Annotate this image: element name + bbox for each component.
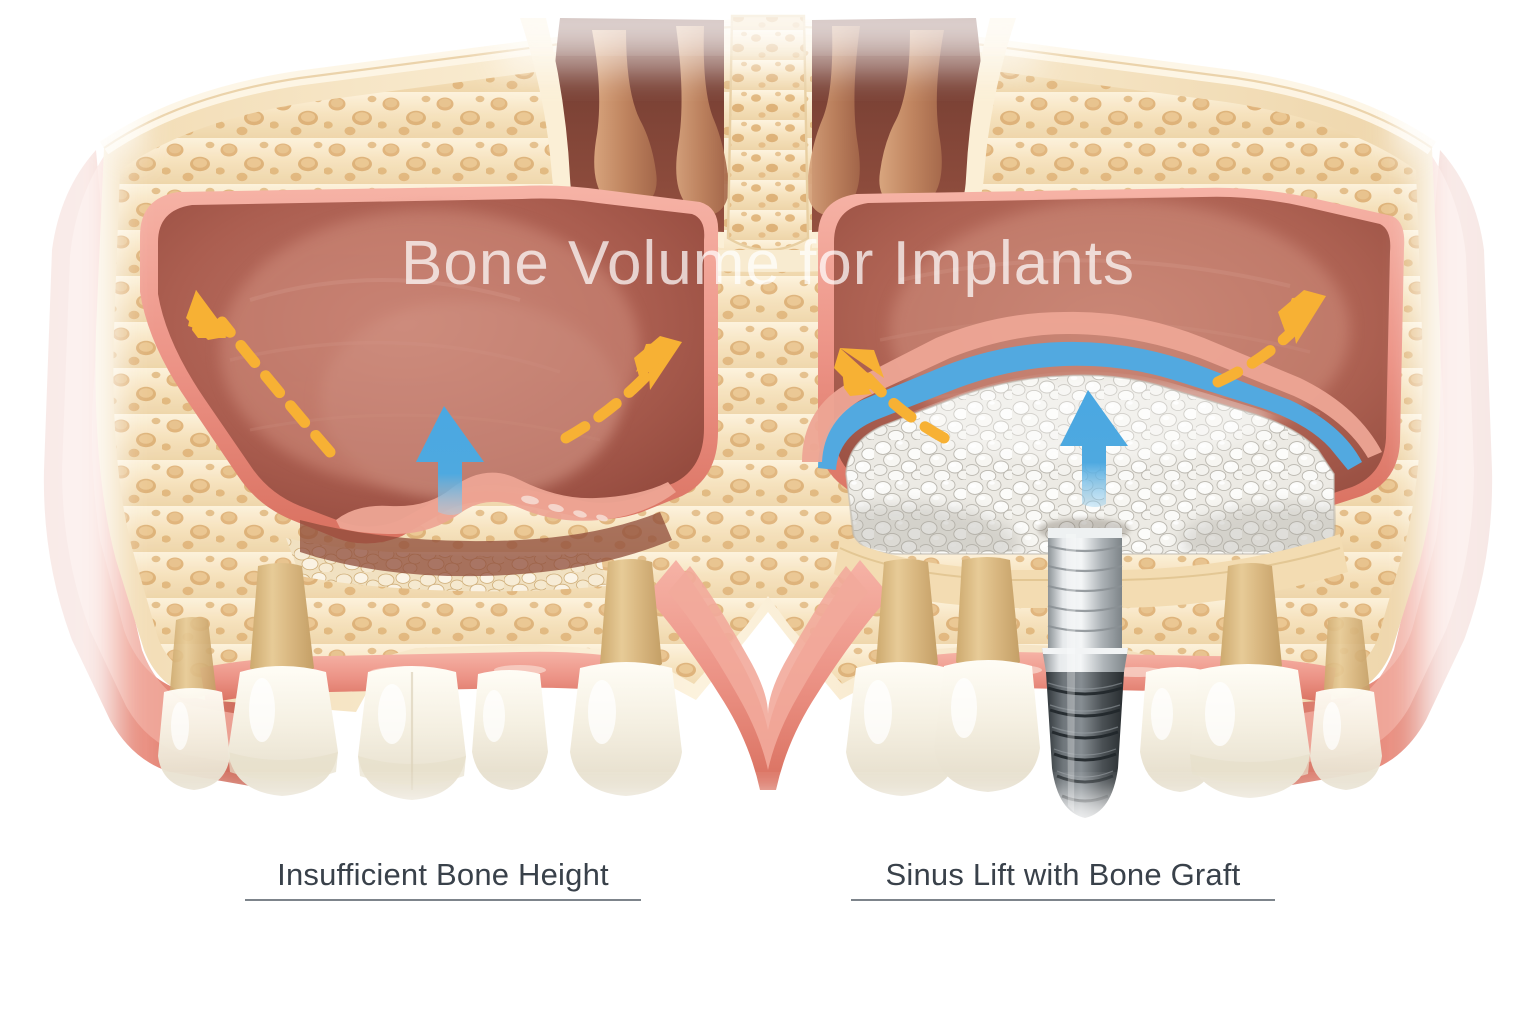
- nasal-cavity-group: [500, 0, 1040, 272]
- tooth-left-1: [228, 563, 338, 796]
- tooth-right-2: [934, 557, 1040, 792]
- tooth-right-1: [846, 559, 958, 796]
- turbinate-inferior-left: [592, 30, 657, 211]
- caption-right: Sinus Lift with Bone Graft: [851, 855, 1275, 901]
- expansion-arrow-right-lower: [834, 348, 950, 444]
- sinus-lift-arrow-right: [1060, 390, 1128, 507]
- turbinate-inferior-right: [879, 30, 944, 211]
- implant-upper-threads: [1047, 544, 1123, 633]
- tooth-left-4: [472, 670, 548, 790]
- caption-left-underline: [245, 899, 641, 901]
- sinus-lining-over-graft: [802, 311, 1382, 462]
- arrow-group-right: [834, 290, 1326, 507]
- dental-implant: [1038, 518, 1130, 818]
- caption-right-underline: [851, 899, 1275, 901]
- turbinate-middle-left: [676, 26, 729, 216]
- tooth-left-5: [570, 559, 682, 796]
- sinus-floor-highlights-left: [521, 495, 608, 522]
- implant-body: [1046, 672, 1124, 818]
- right-sinus-group: [802, 187, 1405, 608]
- tooth-right-4: [1190, 563, 1310, 798]
- turbinate-middle-right: [807, 26, 860, 216]
- caption-left-text: Insufficient Bone Height: [277, 857, 609, 892]
- left-sinus-group: [140, 185, 719, 592]
- teeth-group: [158, 557, 1382, 800]
- caption-right-text: Sinus Lift with Bone Graft: [885, 857, 1241, 892]
- sinus-lift-arrow-left: [416, 406, 484, 515]
- tooth-right-5: [1310, 617, 1382, 790]
- expansion-arrow-left-upper: [186, 290, 336, 458]
- palatal-gingiva-inner: [668, 566, 868, 770]
- arrow-group-left: [186, 290, 682, 515]
- implant-collar: [1048, 528, 1122, 648]
- nasal-lateral-wall-right: [812, 18, 1016, 248]
- nasal-septum: [728, 16, 808, 250]
- schneiderian-membrane: [818, 341, 1362, 470]
- antral-shadow-left: [300, 512, 672, 577]
- caption-left: Insufficient Bone Height: [245, 855, 641, 901]
- tooth-left-3: [358, 666, 466, 800]
- sinus-floor-mucosa-left: [336, 472, 676, 534]
- tooth-left-2: [158, 617, 230, 790]
- expansion-arrow-left-lower: [560, 336, 682, 444]
- expansion-arrow-right-upper: [1212, 290, 1326, 388]
